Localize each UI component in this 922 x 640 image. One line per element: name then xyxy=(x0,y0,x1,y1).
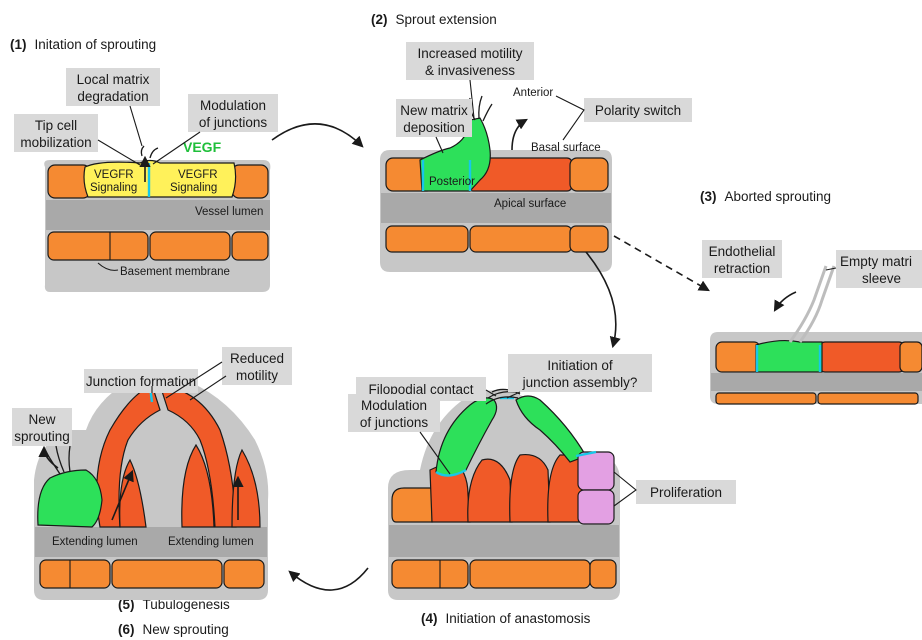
extending-lumen-left-label: Extending lumen xyxy=(52,536,138,548)
arrow-step2-to-step3 xyxy=(614,236,708,290)
svg-text:(3)Aborted sprouting: (3)Aborted sprouting xyxy=(700,189,831,204)
svg-text:(1)Initation of sprouting: (1)Initation of sprouting xyxy=(10,37,156,52)
svg-text:(4)Initiation of anastomosis: (4)Initiation of anastomosis xyxy=(421,611,591,626)
step-1-title: (1)Initation of sprouting xyxy=(10,37,156,52)
svg-text:Polarity switch: Polarity switch xyxy=(595,103,681,118)
arrow-step1-to-step2 xyxy=(272,124,362,146)
anterior-label: Anterior xyxy=(513,87,553,99)
svg-text:Junction formation: Junction formation xyxy=(86,374,196,389)
polarity-switch-label: Polarity switch xyxy=(584,98,692,122)
proliferation-label: Proliferation xyxy=(636,480,736,504)
step-4-title: (4)Initiation of anastomosis xyxy=(421,611,591,626)
basement-membrane-label: Basement membrane xyxy=(120,266,230,278)
svg-text:Proliferation: Proliferation xyxy=(650,485,722,500)
panel-5-vessel xyxy=(34,373,268,600)
vessel-lumen-label: Vessel lumen xyxy=(195,206,263,218)
vegf-label: VEGF xyxy=(183,139,222,155)
arrow-step4-to-step5 xyxy=(290,568,368,590)
posterior-label: Posterior xyxy=(429,176,475,188)
junction-formation-label: Junction formation xyxy=(84,369,198,393)
apical-surface-label: Apical surface xyxy=(494,198,566,210)
step-6-title: (6)New sprouting xyxy=(118,622,229,637)
svg-text:(6)New sprouting: (6)New sprouting xyxy=(118,622,229,637)
step-2-title: (2)Sprout extension xyxy=(371,12,497,27)
basal-surface-label: Basal surface xyxy=(531,142,601,154)
extending-lumen-right-label: Extending lumen xyxy=(168,536,254,548)
step-3-title: (3)Aborted sprouting xyxy=(700,189,831,204)
svg-text:(2)Sprout extension: (2)Sprout extension xyxy=(371,12,497,27)
increased-motility-label: Increased motility& invasiveness xyxy=(406,42,534,80)
